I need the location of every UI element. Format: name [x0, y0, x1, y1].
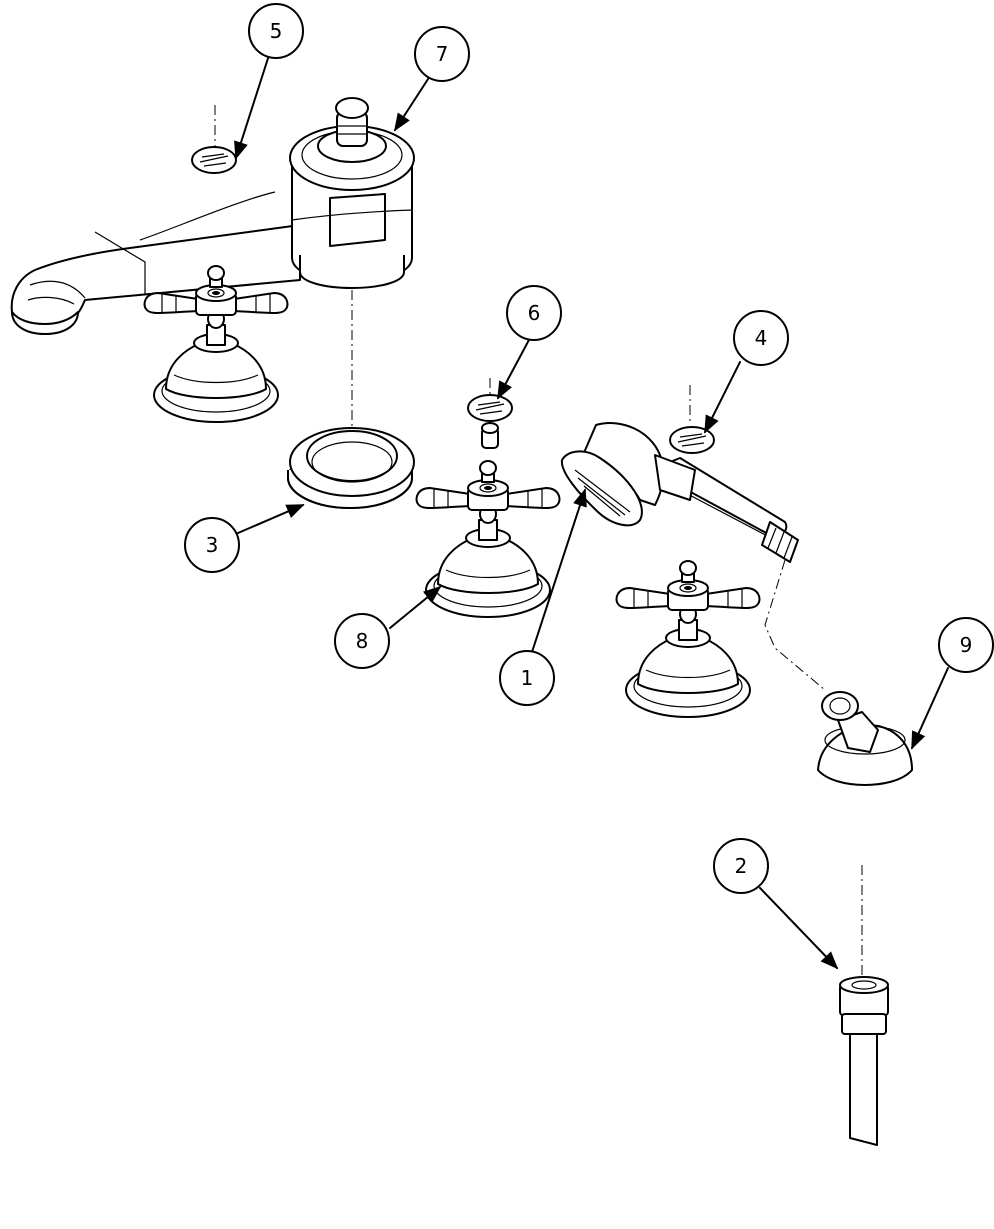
- index-button: [467, 394, 513, 422]
- callout-4: 4: [733, 310, 789, 366]
- callout-6: 6: [506, 285, 562, 341]
- leader-6: [497, 337, 531, 400]
- leader-5: [234, 51, 271, 160]
- svg-text:7: 7: [436, 42, 449, 66]
- leader-4: [704, 361, 741, 434]
- index-button: [669, 426, 715, 454]
- handshower: [560, 422, 799, 563]
- callout-2: 2: [713, 838, 769, 894]
- callout-1: 1: [499, 650, 555, 706]
- tub-spout: [10, 97, 415, 335]
- svg-text:2: 2: [735, 854, 748, 878]
- callout-9: 9: [938, 617, 994, 673]
- svg-text:5: 5: [270, 19, 283, 43]
- centerline: [764, 559, 826, 691]
- leader-3: [237, 504, 305, 534]
- cross-handle-valve: [615, 560, 761, 718]
- cross-handle-valve: [415, 460, 561, 618]
- valve-pin: [481, 422, 499, 449]
- callout-3: 3: [184, 517, 240, 573]
- svg-text:1: 1: [521, 666, 534, 690]
- svg-text:9: 9: [960, 633, 973, 657]
- spout-escutcheon: [287, 427, 415, 509]
- shower-hose: [839, 976, 889, 1146]
- callout-7: 7: [414, 26, 470, 82]
- leader-7: [394, 75, 431, 132]
- callout-8: 8: [334, 613, 390, 669]
- handshower-holder: [817, 691, 913, 786]
- leader-9: [911, 667, 949, 750]
- svg-text:3: 3: [206, 533, 219, 557]
- callout-5: 5: [248, 3, 304, 59]
- svg-text:4: 4: [755, 326, 768, 350]
- leader-1: [531, 488, 587, 653]
- index-button: [191, 146, 237, 174]
- leader-2: [759, 887, 839, 970]
- svg-text:6: 6: [528, 301, 541, 325]
- svg-text:8: 8: [356, 629, 369, 653]
- leader-8: [389, 585, 442, 629]
